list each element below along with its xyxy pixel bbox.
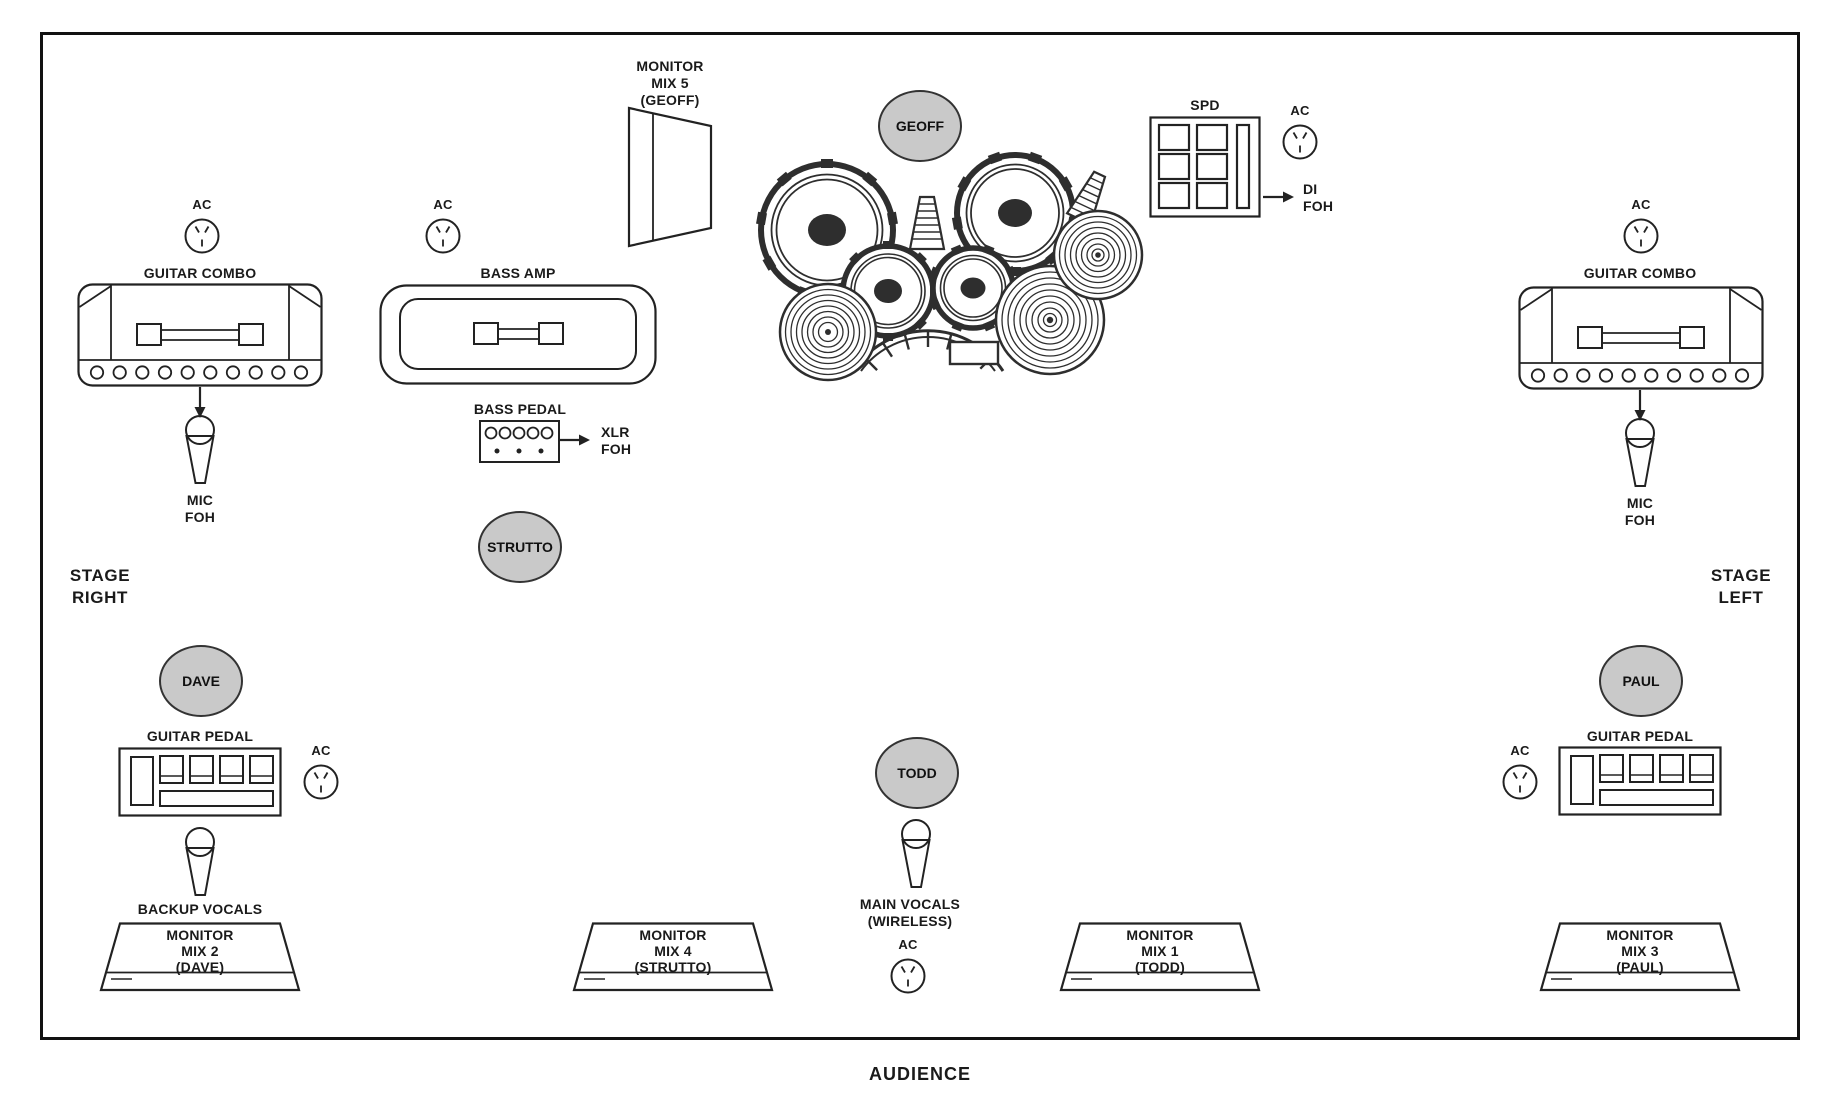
label-line: MONITOR (1126, 927, 1194, 943)
performer-name: STRUTTO (487, 539, 553, 555)
label-line: MAIN VOCALS (859, 896, 961, 912)
label-line: MONITOR (639, 927, 707, 943)
ac-label: AC (192, 197, 212, 212)
di-foh-label: DI FOH (1303, 181, 1333, 215)
label-line: (GEOFF) (640, 92, 700, 108)
label-line: MIX 3 (1621, 943, 1659, 959)
drum-kit-icon (756, 151, 1144, 382)
bass-amp-icon (379, 284, 657, 385)
ac-label: AC (1290, 103, 1310, 118)
label-line: MIX 1 (1141, 943, 1179, 959)
ac-outlet-icon (301, 762, 341, 802)
ac-label: AC (898, 937, 918, 952)
guitar-pedal-left-label: GUITAR PEDAL (146, 728, 254, 744)
monitor-mix2-label: MONITOR MIX 2 (DAVE) (166, 927, 233, 975)
label-line: MIC (1626, 495, 1654, 511)
guitar-combo-right-label: GUITAR COMBO (1583, 265, 1697, 281)
label-line: MIC (186, 492, 214, 508)
ac-outlet-icon (182, 216, 222, 256)
mic-foh-left-label: MIC FOH (185, 492, 215, 526)
label-line: XLR (601, 424, 630, 440)
label-line: MIX 4 (654, 943, 692, 959)
monitor-side-wedge-icon (627, 106, 713, 248)
ac-outlet-icon (1621, 216, 1661, 256)
spd-icon (1149, 116, 1261, 218)
ac-outlet-icon (888, 956, 928, 996)
stage-left-label: STAGE LEFT (1711, 565, 1771, 609)
ac-outlet-icon (1500, 762, 1540, 802)
label-line: MONITOR (1606, 927, 1674, 943)
arrow-right-icon (559, 433, 591, 447)
xlr-foh-label: XLR FOH (601, 424, 631, 458)
guitar-pedal-icon (118, 747, 282, 817)
label-line: (TODD) (1135, 959, 1185, 975)
monitor-mix1-label: MONITOR MIX 1 (TODD) (1126, 927, 1193, 975)
performer-name: PAUL (1622, 673, 1660, 689)
mic-icon (182, 827, 218, 901)
monitor-mix3-label: MONITOR MIX 3 (PAUL) (1606, 927, 1673, 975)
label-line: RIGHT (72, 588, 128, 607)
stage-right-label: STAGE RIGHT (70, 565, 130, 609)
label-line: STAGE (1710, 566, 1772, 585)
guitar-pedal-icon (1558, 746, 1722, 816)
label-line: MIX 5 (651, 75, 689, 91)
performer-name: TODD (897, 765, 937, 781)
performer-geoff: GEOFF (878, 90, 962, 162)
label-line: FOH (184, 509, 216, 525)
label-line: (DAVE) (175, 959, 225, 975)
ac-outlet-icon (1280, 122, 1320, 162)
bass-pedal-icon (479, 420, 561, 464)
guitar-pedal-right-label: GUITAR PEDAL (1586, 728, 1694, 744)
label-line: FOH (601, 441, 632, 457)
ac-label: AC (1631, 197, 1651, 212)
performer-paul: PAUL (1599, 645, 1683, 717)
arrow-right-icon (1263, 190, 1295, 204)
label-line: STAGE (69, 566, 131, 585)
guitar-combo-icon (77, 283, 323, 387)
performer-todd: TODD (875, 737, 959, 809)
label-line: DI (1303, 181, 1318, 197)
performer-dave: DAVE (159, 645, 243, 717)
ac-outlet-icon (423, 216, 463, 256)
monitor-mix4-label: MONITOR MIX 4 (STRUTTO) (635, 927, 712, 975)
label-line: LEFT (1718, 588, 1764, 607)
mic-icon (898, 819, 934, 893)
label-line: MONITOR (166, 927, 234, 943)
mic-icon (182, 415, 218, 489)
main-vocals-label: MAIN VOCALS (WIRELESS) (860, 896, 960, 930)
performer-name: DAVE (182, 673, 220, 689)
label-line: (STRUTTO) (634, 959, 712, 975)
ac-label: AC (1510, 743, 1530, 758)
label-line: (WIRELESS) (867, 913, 953, 929)
label-line: MIX 2 (181, 943, 219, 959)
audience-label: AUDIENCE (868, 1064, 972, 1084)
performer-name: GEOFF (895, 118, 945, 134)
label-line: FOH (1303, 198, 1334, 214)
label-line: FOH (1624, 512, 1656, 528)
performer-strutto: STRUTTO (478, 511, 562, 583)
monitor-mix5-label: MONITOR MIX 5 (GEOFF) (636, 58, 703, 109)
spd-label: SPD (1190, 97, 1220, 113)
backup-vocals-label: BACKUP VOCALS (137, 901, 263, 917)
mic-foh-right-label: MIC FOH (1625, 495, 1655, 529)
bass-amp-label: BASS AMP (480, 265, 556, 281)
ac-label: AC (311, 743, 331, 758)
guitar-combo-icon (1518, 286, 1764, 390)
bass-pedal-label: BASS PEDAL (473, 401, 567, 417)
ac-label: AC (433, 197, 453, 212)
guitar-combo-left-label: GUITAR COMBO (143, 265, 257, 281)
label-line: (PAUL) (1616, 959, 1664, 975)
label-line: MONITOR (636, 58, 704, 74)
mic-icon (1622, 418, 1658, 492)
